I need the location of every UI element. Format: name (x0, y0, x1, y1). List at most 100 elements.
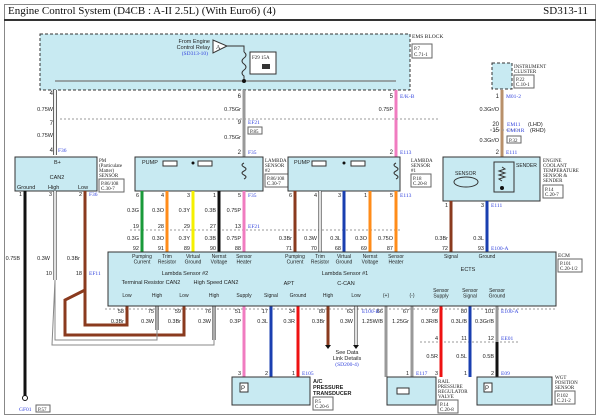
ref-label: C.20-1/2 (560, 267, 578, 272)
wire-can-low-loop-2 (63, 288, 186, 337)
pin-label: 76 (205, 309, 211, 315)
pin-label: 6 (136, 193, 139, 199)
pin-label: 12 (488, 336, 494, 342)
connector-label: E09 (501, 371, 510, 377)
connector-note: (LHD) (528, 122, 543, 128)
wire-label: 0.3G (127, 236, 139, 242)
pin-label: 1 (364, 193, 367, 199)
wire-label: 0.3Br (168, 319, 181, 325)
pin-label: 1 (406, 371, 409, 377)
pin-label: 2 (79, 192, 82, 198)
pin-label: 59 (175, 309, 181, 315)
ecm-pin-name: Sensor (462, 288, 478, 294)
data-link-label: See Data (336, 350, 360, 356)
component-label: REGULATOR (438, 390, 468, 395)
pin-label: 1 (496, 94, 500, 100)
wire-label: 0.3R (283, 319, 295, 325)
ref-box (98, 178, 125, 193)
relay-connector-icon (212, 39, 229, 54)
wire-label: 0.3Br (111, 319, 124, 325)
relay-label-2: Control Relay (177, 45, 211, 51)
ref-label: C.20-7 (545, 193, 559, 198)
wire-label: 0.3W (340, 319, 354, 325)
solenoid-icon (396, 387, 410, 395)
pin-label: 5 (390, 193, 393, 199)
ects-block (442, 156, 541, 202)
pin-label: 28 (158, 224, 164, 230)
pin-label: 67 (403, 309, 409, 315)
component-label: VALVE (438, 395, 454, 400)
diagram-frame (4, 4, 596, 415)
ecm-pin-name: High (209, 293, 220, 299)
component-label: SENDER (543, 179, 563, 184)
ref-label: P.14 (440, 403, 449, 408)
ecm-pin-name: Supply (236, 293, 252, 299)
pin-label: 27 (210, 224, 216, 230)
fuse-icon (241, 51, 247, 81)
junction-dot (242, 79, 246, 83)
pin-label: 34 (289, 309, 295, 315)
ems-label: EMS BLOCK (412, 34, 443, 40)
pin-label: 70 (311, 246, 317, 252)
ref-label: P.5 (315, 400, 321, 405)
component-label: Matter) (99, 169, 114, 174)
wire-can-high-loop-2 (51, 279, 215, 346)
ecm-pin-name: Ground (290, 293, 307, 299)
group-label: ECTS (461, 267, 476, 273)
wire-label: 0.3R/B (421, 319, 438, 325)
data-link-label: Link Details (333, 356, 362, 362)
resistor-icon (311, 160, 327, 167)
pin-label: 19 (133, 224, 139, 230)
pin-label: 3 (49, 192, 52, 198)
heater-icon (241, 162, 247, 180)
group-label: Terminal Resistor CAN2 (122, 280, 181, 286)
wire-label: 0.3Br (435, 236, 448, 242)
connector-label: E111 (506, 150, 517, 156)
wire-label: 0.75P (379, 107, 394, 113)
resistor-icon (350, 160, 366, 167)
relay-ref-link[interactable]: (SD313-10) (182, 50, 208, 57)
component-label: RAIL (438, 380, 450, 385)
relay-label-1: From Engine (179, 39, 211, 45)
connector-label: E113 (400, 193, 412, 199)
ecm-pin-name: Low (179, 293, 189, 299)
ecm-pin-name: (+) (383, 293, 390, 299)
ecm-pin-name: Nernst (212, 254, 227, 260)
ic-ref-box (513, 74, 535, 89)
rail-valve-block (386, 376, 437, 406)
relay-wire (227, 45, 245, 52)
ecm-pin-name: Ground (185, 260, 202, 266)
pin-label: 4 (435, 336, 438, 342)
ref-box (247, 126, 263, 135)
ref-label: P.57 (38, 408, 47, 413)
wire-label: 0.3Y (179, 208, 191, 214)
ref-label: C.30-7 (267, 182, 281, 187)
arrow-icon (325, 345, 331, 349)
ecm-block (107, 251, 557, 307)
pin-label: 71 (286, 246, 292, 252)
pin-label: 29 (184, 224, 190, 230)
pin-label: 17 (262, 309, 268, 315)
ecm-pin-name: Sensor (236, 254, 252, 260)
fuse-icon-glyph (262, 64, 270, 69)
pin-label: 2 (238, 150, 242, 156)
data-link-ref[interactable]: (SD200-4) (335, 361, 359, 368)
wire-label: 0.75Gr (224, 107, 241, 113)
pin-label: 101 (485, 309, 494, 315)
pin-label: 4 (161, 193, 164, 199)
pin-label: 13 (235, 224, 241, 230)
ecm-pin-name: Sensor (489, 288, 505, 294)
pin-label: 2 (265, 371, 268, 377)
pin-label: 89 (184, 246, 190, 252)
wire-label: 0.3O (152, 208, 165, 214)
component-label: COOLANT (543, 164, 567, 169)
wire-label: 0.3B (205, 208, 217, 214)
pin-label: 59 (432, 309, 438, 315)
ic-label-1: INSTRUMENT (514, 65, 546, 70)
ref-label: P.86/108 (267, 177, 285, 182)
group-label: Lambda Sensor #1 (322, 271, 368, 277)
ems-ref: P.7 (414, 47, 420, 52)
wire-label: 0.3W (198, 319, 212, 325)
component-label: LAMBDA (265, 159, 287, 164)
pin-label: 80 (461, 309, 467, 315)
